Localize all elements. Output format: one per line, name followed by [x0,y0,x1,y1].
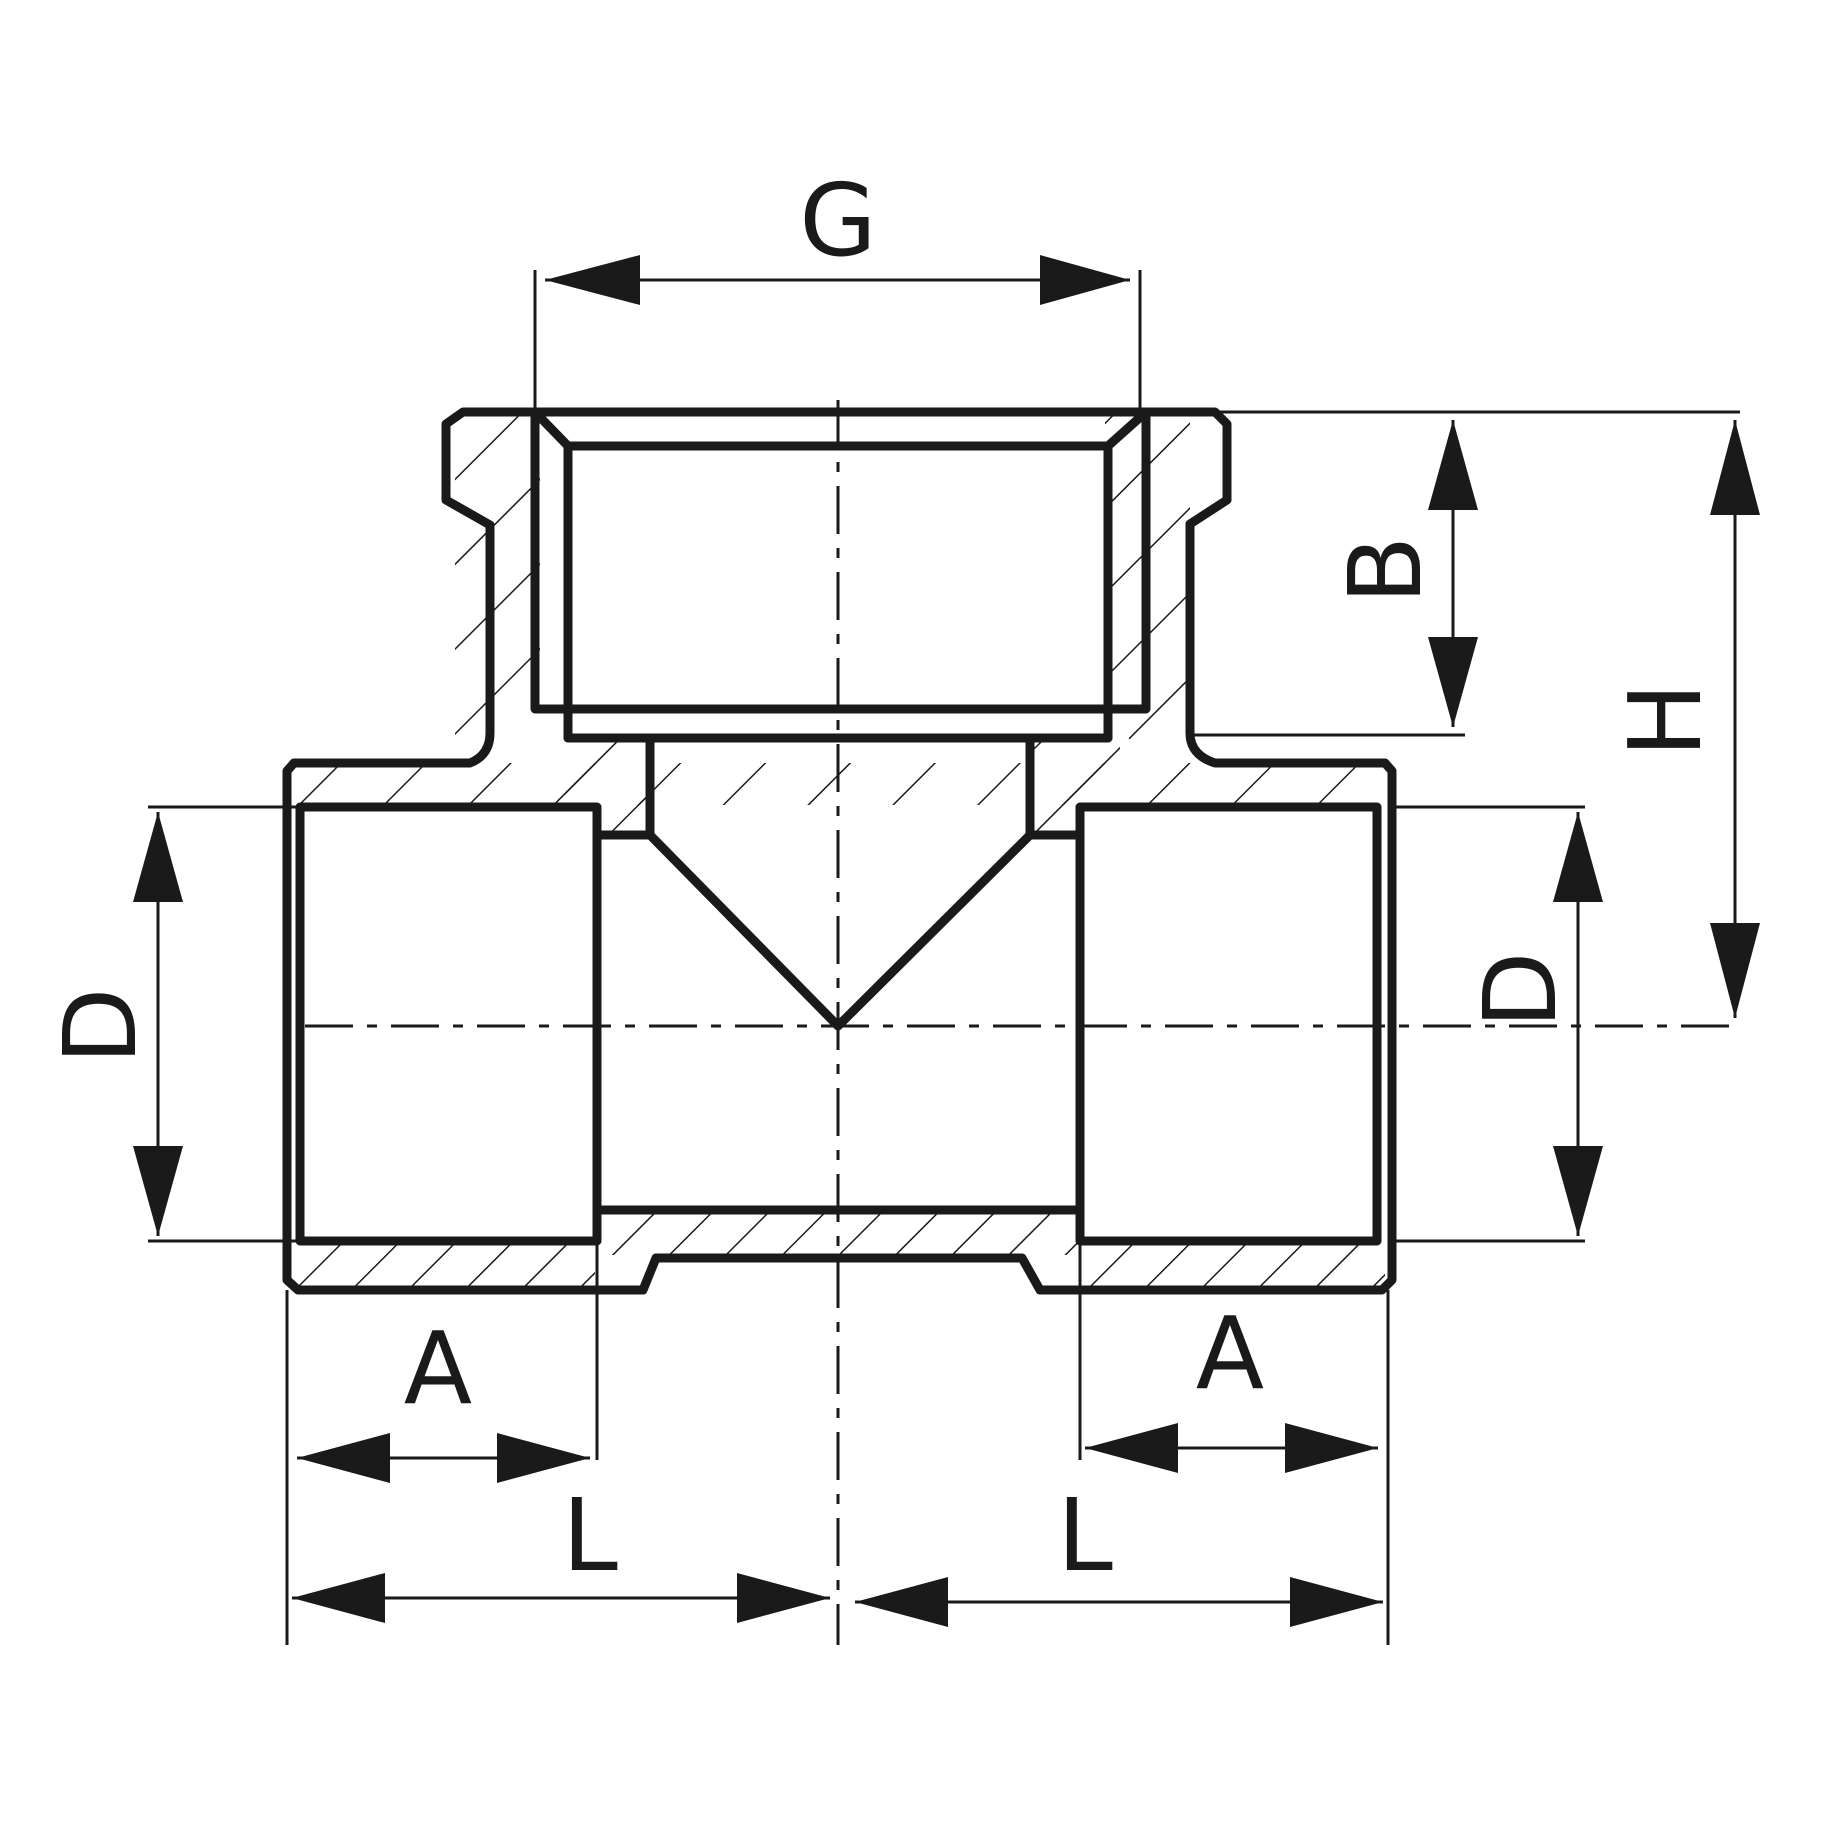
dimension-d-right: D [1462,812,1603,1236]
label-d-left: D [42,987,159,1064]
dimension-a-left: A [297,1310,590,1483]
label-l-right: L [1057,1477,1113,1594]
outer-contour [282,407,1397,1295]
dimension-h: H [1607,420,1760,1018]
extension-lines [148,270,1740,1645]
label-b: B [1327,536,1444,605]
branch-socket [530,407,1151,451]
label-l-left: L [562,1477,618,1594]
label-a-left: A [404,1310,472,1427]
right-socket [1075,802,1382,1246]
label-h: H [1607,682,1724,757]
label-a-right: A [1196,1295,1264,1412]
dimension-b: B [1327,420,1478,727]
label-d-right: D [1462,951,1579,1028]
dimension-l-right: L [855,1477,1383,1627]
dimension-d-left: D [42,812,183,1236]
drill-cone [645,735,1035,1031]
fitting-body [282,407,1397,1295]
left-socket [295,802,602,1246]
label-g: G [799,162,877,279]
branch-thread-bore [530,407,1151,714]
section-hatching [290,414,1390,1290]
dimension-g: G [545,162,1130,305]
dimension-l-left: L [292,1477,830,1623]
dimension-a-right: A [1085,1295,1378,1473]
